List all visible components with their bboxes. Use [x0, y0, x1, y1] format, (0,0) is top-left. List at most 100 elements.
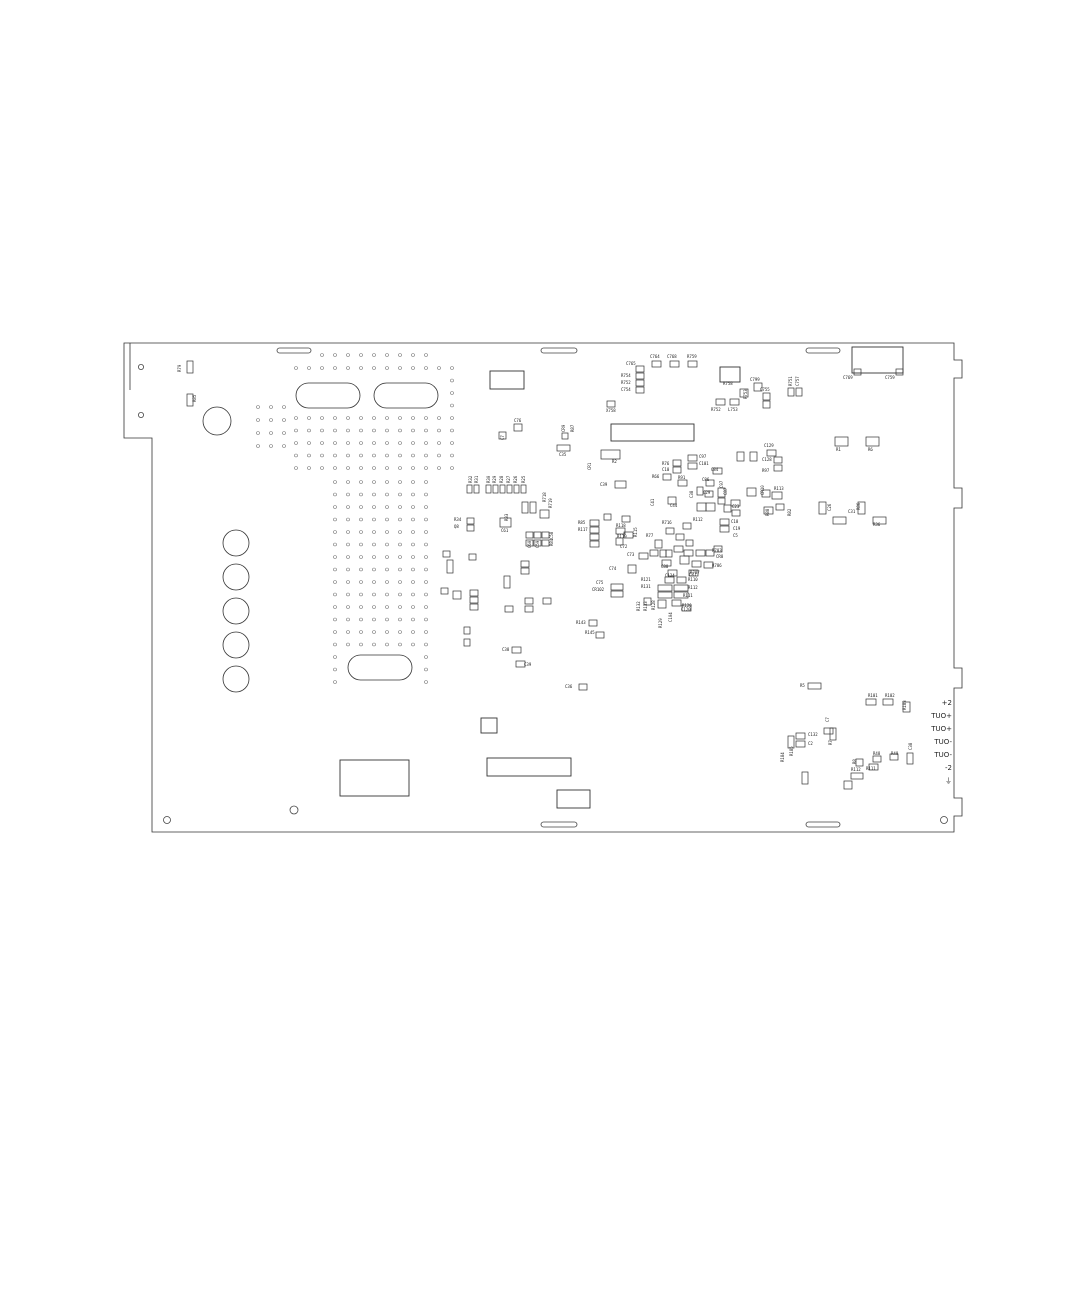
- smd-pad: [762, 400, 771, 409]
- component-label: C80: [661, 564, 669, 569]
- via: [450, 378, 454, 383]
- smd-pad: [466, 524, 475, 532]
- via: [320, 428, 324, 433]
- via: [437, 428, 441, 433]
- via: [320, 441, 324, 445]
- via: [424, 366, 428, 370]
- via: [359, 517, 363, 522]
- via: [450, 428, 454, 433]
- component-label: R6: [868, 447, 873, 452]
- component-label: R183: [902, 700, 907, 710]
- via: [256, 418, 260, 422]
- component-label: C87: [723, 487, 728, 495]
- via: [385, 366, 389, 370]
- component-label: R88: [765, 508, 770, 516]
- via: [359, 605, 363, 609]
- via: [333, 441, 337, 445]
- via: [450, 453, 454, 458]
- component-label: R752: [621, 380, 631, 385]
- smd-pad: [682, 522, 692, 530]
- via: [398, 580, 402, 584]
- component-label: R752: [711, 407, 721, 412]
- smd-pad: [511, 646, 522, 654]
- component-label: C60: [527, 540, 532, 548]
- via: [307, 428, 311, 433]
- smd-pad: [687, 360, 698, 368]
- via: [398, 466, 402, 470]
- component-label: C799: [750, 377, 760, 382]
- smd-pad: [473, 484, 480, 494]
- component-label: C97: [699, 454, 707, 459]
- via: [333, 555, 337, 559]
- component-label: R28: [499, 475, 504, 483]
- smd-pad: [889, 753, 899, 761]
- component-label: C104: [668, 612, 673, 622]
- smd-pad: [775, 503, 785, 511]
- via: [359, 567, 363, 572]
- component-label: C129: [764, 443, 774, 448]
- via: [411, 505, 415, 509]
- component-label: CR10: [760, 485, 765, 495]
- smd-pad: [795, 387, 803, 397]
- via: [359, 505, 363, 509]
- via: [372, 617, 376, 622]
- component-label: C76: [514, 418, 522, 423]
- component-label: R66: [652, 474, 660, 479]
- via: [269, 444, 273, 448]
- via: [333, 492, 337, 497]
- via: [398, 605, 402, 609]
- via: [398, 542, 402, 547]
- component-label: C61: [501, 528, 509, 533]
- via: [424, 605, 428, 609]
- smd-pad: [829, 727, 837, 741]
- via: [385, 580, 389, 584]
- via: [411, 530, 415, 534]
- via: [450, 466, 454, 470]
- via: [359, 630, 363, 634]
- via: [333, 466, 337, 470]
- component-label: R754: [621, 373, 631, 378]
- smd-pad: [603, 513, 612, 521]
- component-label: C5: [733, 533, 738, 538]
- component-label: C58: [549, 531, 554, 539]
- via: [372, 580, 376, 584]
- via: [333, 428, 337, 433]
- smd-pad: [452, 590, 462, 600]
- via: [307, 466, 311, 470]
- terminal-label: ⏚: [945, 777, 952, 785]
- via: [424, 592, 428, 597]
- smd-pad: [621, 515, 631, 523]
- component-label: CR1: [587, 462, 592, 470]
- smd-pad: [578, 683, 588, 691]
- smd-pad: [717, 497, 726, 505]
- smd-pad: [635, 372, 645, 380]
- via: [372, 505, 376, 509]
- via: [437, 416, 441, 420]
- via: [411, 441, 415, 445]
- smd-pad: [672, 459, 682, 467]
- component-label: R787: [690, 570, 700, 575]
- component-label: C86: [702, 477, 710, 482]
- smd-pad: [442, 550, 451, 558]
- component-label: R27: [506, 475, 511, 483]
- smd-pad: [736, 451, 745, 462]
- via: [398, 353, 402, 357]
- component-label: C768: [667, 354, 677, 359]
- via: [359, 480, 363, 484]
- smd-pad: [525, 539, 534, 547]
- component-label: R759: [687, 354, 697, 359]
- via: [424, 567, 428, 572]
- smd-pad: [704, 490, 714, 498]
- smd-pad: [672, 466, 682, 474]
- component-label: C75: [596, 580, 604, 585]
- smd-pad: [610, 583, 624, 591]
- smd-pad: [705, 549, 715, 557]
- smd-pad: [614, 480, 627, 489]
- smd-pad: [503, 575, 511, 589]
- via: [372, 441, 376, 445]
- component-label: C764: [650, 354, 660, 359]
- component-label: R111: [683, 593, 693, 598]
- via: [346, 366, 350, 370]
- via: [398, 642, 402, 647]
- via: [307, 441, 311, 445]
